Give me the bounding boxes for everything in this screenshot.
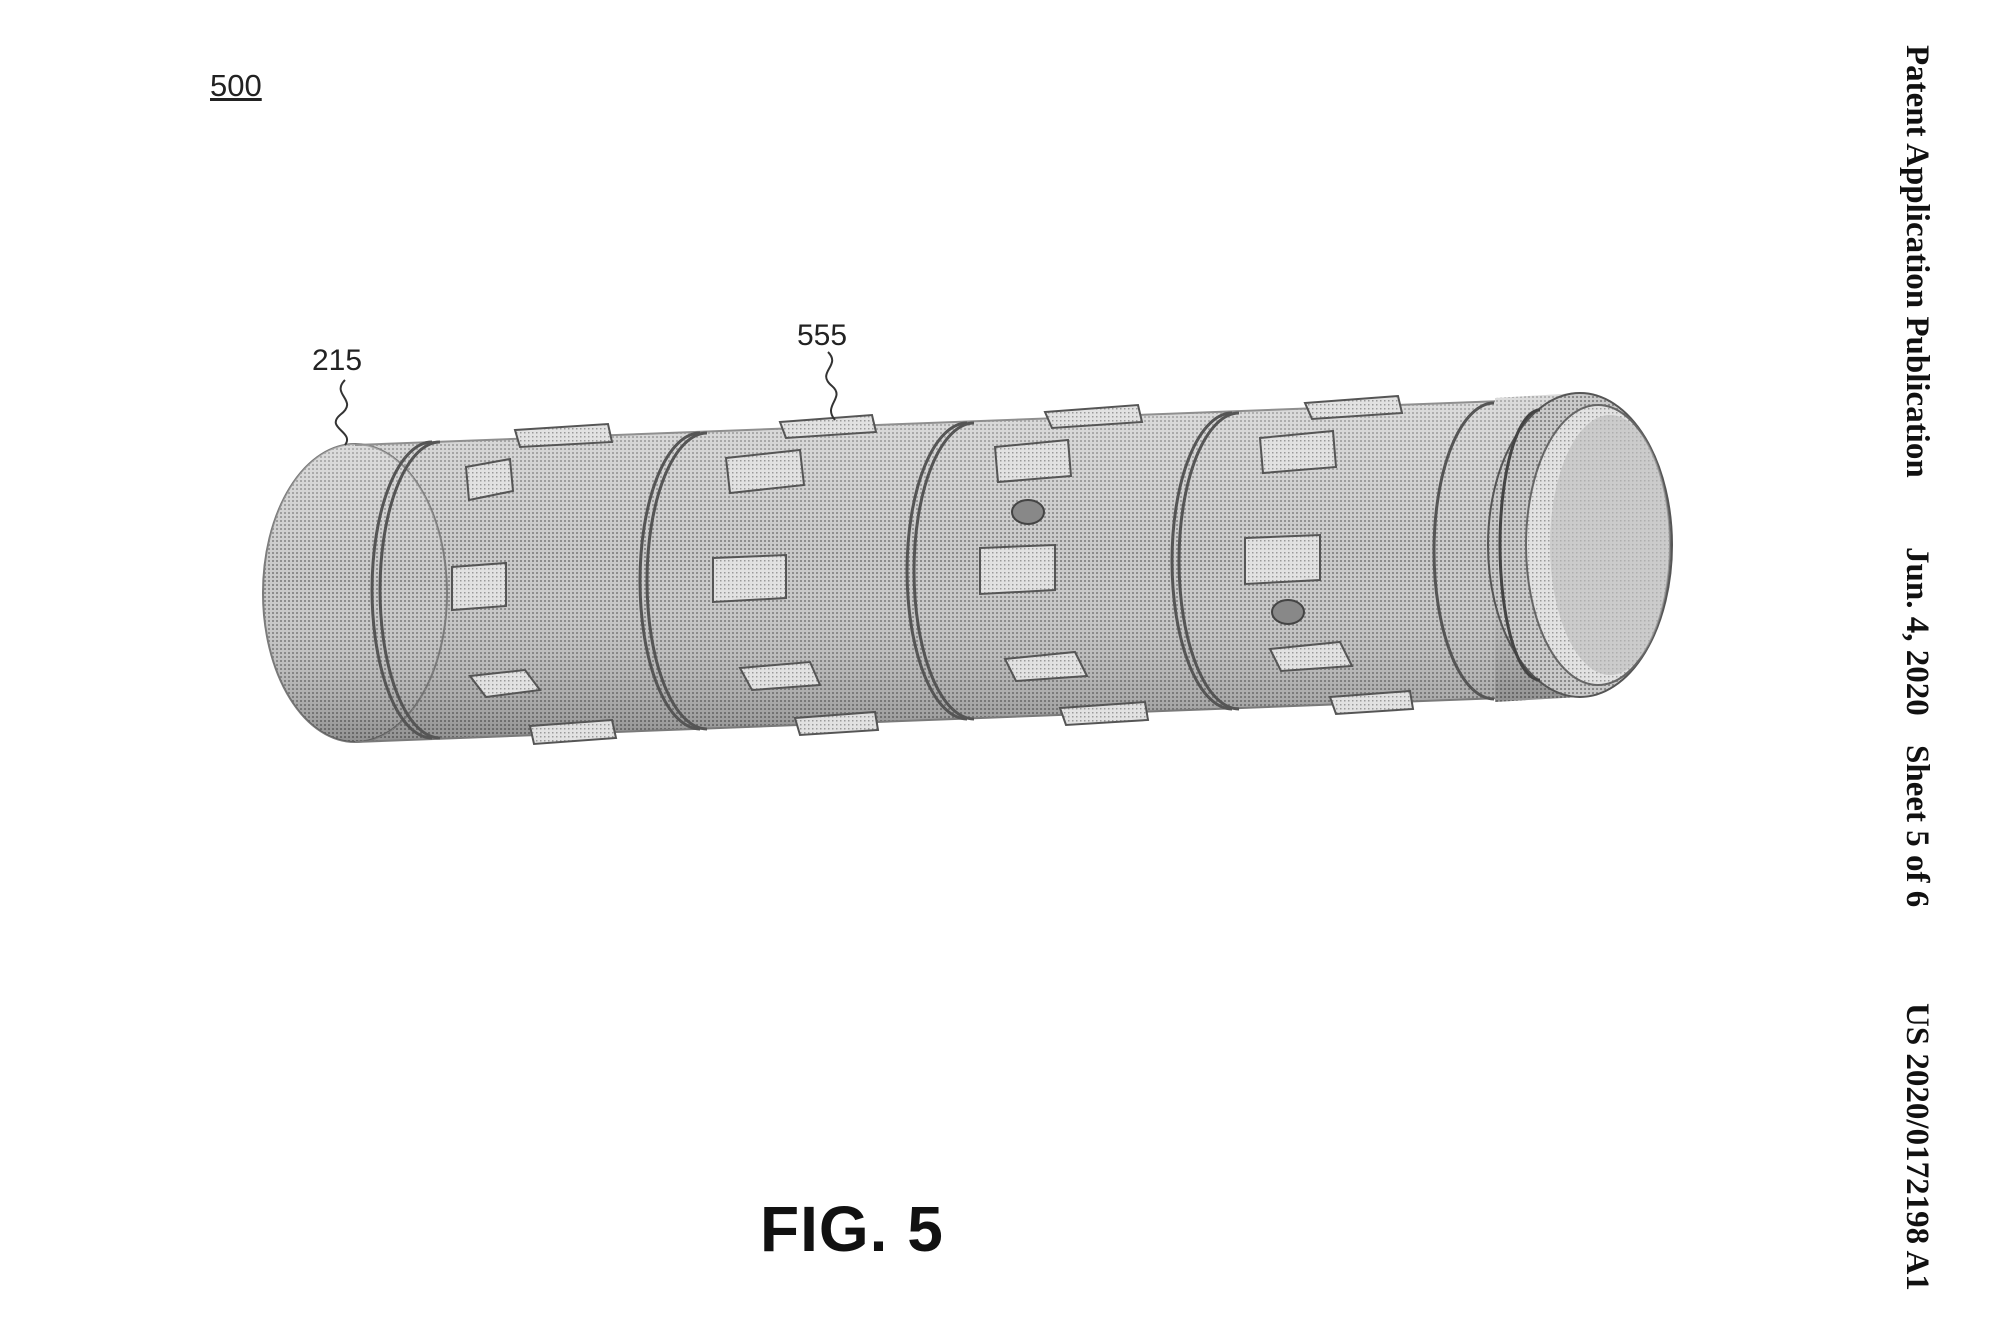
leader-lines [334, 351, 838, 446]
publication-number: US 2020/0172198 A1 [1899, 1003, 1935, 1291]
tabs [451, 394, 1415, 746]
publication-date: Jun. 4, 2020 [1899, 547, 1935, 716]
page-header: Patent Application Publication Jun. 4, 2… [1895, 45, 1935, 1305]
figure-caption: FIG. 5 [760, 1193, 944, 1265]
callout-555: 555 [797, 319, 848, 352]
publication-type: Patent Application Publication [1899, 45, 1935, 478]
sheet-number: Sheet 5 of 6 [1899, 745, 1935, 908]
figure-reference-number: 500 [210, 68, 262, 103]
holes [1011, 499, 1305, 625]
callout-215: 215 [312, 344, 363, 377]
segment-rings [370, 401, 1495, 740]
tube-open-end [1487, 392, 1673, 702]
